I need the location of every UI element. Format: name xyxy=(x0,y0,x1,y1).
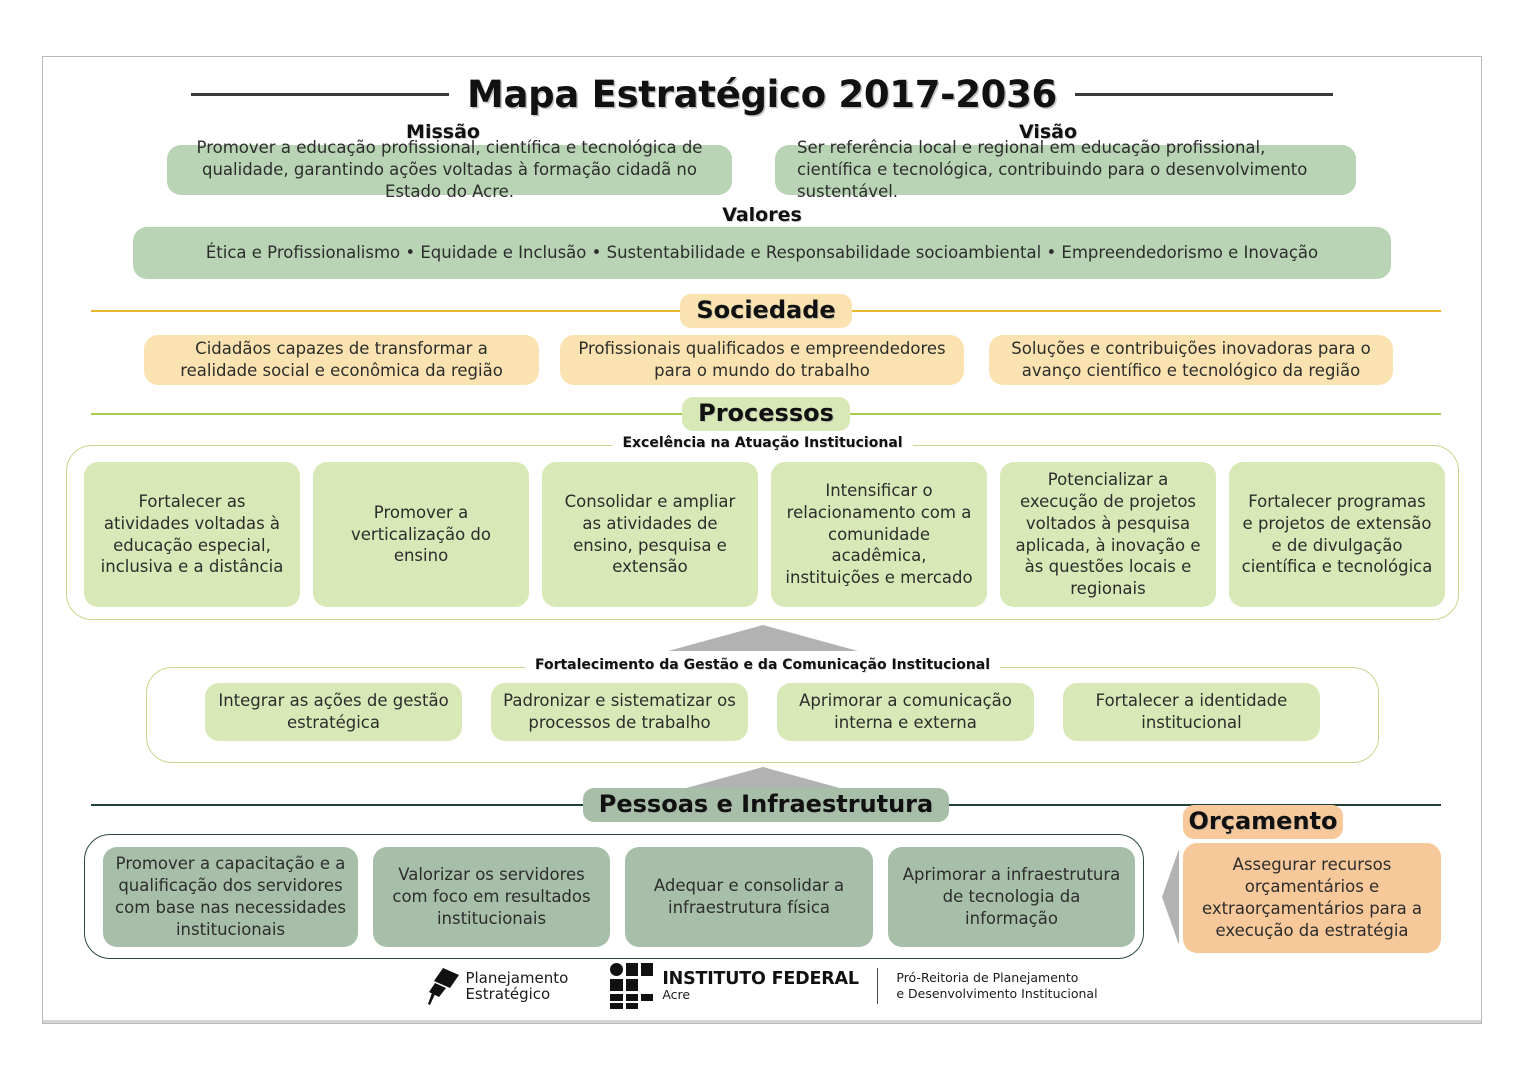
excellence-card-2: Promover a verticalização do ensino xyxy=(313,462,529,607)
footer: Planejamento Estratégico INSTITUTO FEDER… xyxy=(43,963,1481,1009)
planning-logo-text: Planejamento Estratégico xyxy=(465,968,569,1003)
excellence-card-4: Intensificar o relacionamento com a comu… xyxy=(771,462,987,607)
mission-heading: Missão xyxy=(406,121,480,143)
people-band: Pessoas e Infraestrutura xyxy=(91,783,1441,827)
planning-logo: Planejamento Estratégico xyxy=(426,966,568,1006)
strategic-map-page: Mapa Estratégico 2017-2036 Missão Promov… xyxy=(42,56,1482,1024)
institute-campus: Acre xyxy=(662,986,691,1002)
institute-name: INSTITUTO FEDERAL xyxy=(662,968,859,989)
planning-logo-line2: Estratégico xyxy=(465,985,551,1003)
society-band-label: Sociedade xyxy=(680,294,852,328)
management-card-2: Padronizar e sistematizar os processos d… xyxy=(491,683,748,741)
vision-heading: Visão xyxy=(1018,121,1078,143)
department-text: Pró-Reitoria de Planejamento e Desenvolv… xyxy=(896,970,1097,1002)
page-title: Mapa Estratégico 2017-2036 xyxy=(466,73,1058,116)
budget-band-label: Orçamento xyxy=(1183,805,1343,839)
title-rule-left xyxy=(190,93,449,96)
mission-box: Promover a educação profissional, cientí… xyxy=(167,138,732,201)
processes-rule-left xyxy=(91,412,683,416)
values-box: Ética e Profissionalismo • Equidade e In… xyxy=(133,227,1391,279)
people-card-2: Valorizar os servidores com foco em resu… xyxy=(373,847,610,947)
management-card-3: Aprimorar a comunicação interna e extern… xyxy=(777,683,1034,741)
management-rule-left xyxy=(146,663,525,667)
society-rule-right xyxy=(851,309,1441,313)
people-band-label: Pessoas e Infraestrutura xyxy=(582,788,950,822)
values-heading: Valores xyxy=(722,204,802,226)
excellence-rule-right xyxy=(912,441,1459,445)
excellence-card-6: Fortalecer programas e projetos de exten… xyxy=(1229,462,1445,607)
excellence-card-3: Consolidar e ampliar as atividades de en… xyxy=(542,462,758,607)
people-card-4: Aprimorar a infraestrutura de tecnologia… xyxy=(888,847,1135,947)
planning-flag-icon xyxy=(428,968,460,1005)
society-card-1: Cidadãos capazes de transformar a realid… xyxy=(144,335,539,385)
people-card-1: Promover a capacitação e a qualificação … xyxy=(103,847,358,947)
budget-chevron-icon xyxy=(1162,849,1179,945)
processes-band-label: Processos xyxy=(682,397,850,431)
title-rule-right xyxy=(1075,93,1334,96)
planning-logo-line1: Planejamento xyxy=(465,968,569,987)
society-band: Sociedade xyxy=(91,289,1441,333)
excellence-card-1: Fortalecer as atividades voltadas à educ… xyxy=(84,462,300,607)
institute-logo-text: INSTITUTO FEDERAL Acre xyxy=(662,968,859,1002)
management-rule-right xyxy=(1000,663,1380,667)
processes-band: Processos xyxy=(91,392,1442,436)
footer-divider xyxy=(876,968,879,1004)
title-bar: Mapa Estratégico 2017-2036 xyxy=(43,73,1481,116)
excellence-group-band: Excelência na Atuação Institucional xyxy=(66,431,1459,455)
management-card-1: Integrar as ações de gestão estratégica xyxy=(205,683,462,741)
management-card-4: Fortalecer a identidade institucional xyxy=(1063,683,1320,741)
management-group-label: Fortalecimento da Gestão e da Comunicaçã… xyxy=(524,655,1001,675)
excellence-rule-left xyxy=(66,441,613,445)
people-rule-left xyxy=(91,803,583,807)
management-group-band: Fortalecimento da Gestão e da Comunicaçã… xyxy=(146,653,1380,677)
footer-rule xyxy=(43,1020,1481,1023)
excellence-group-label: Excelência na Atuação Institucional xyxy=(612,433,913,453)
budget-card: Assegurar recursos orçamentários e extra… xyxy=(1183,843,1441,953)
processes-rule-right xyxy=(849,412,1442,416)
vision-box: Ser referência local e regional em educa… xyxy=(775,138,1356,201)
people-card-3: Adequar e consolidar a infraestrutura fí… xyxy=(625,847,873,947)
people-group-outline xyxy=(84,834,1144,959)
department-line2: e Desenvolvimento Institucional xyxy=(896,986,1098,1001)
department-line1: Pró-Reitoria de Planejamento xyxy=(896,970,1079,985)
society-card-2: Profissionais qualificados e empreendedo… xyxy=(560,335,964,385)
excellence-card-5: Potencializar a execução de projetos vol… xyxy=(1000,462,1216,607)
up-arrow-to-excellence-icon xyxy=(668,625,858,651)
instituto-federal-mark-icon xyxy=(610,963,654,1009)
institute-logo: INSTITUTO FEDERAL Acre Pró-Reitoria de P… xyxy=(610,963,1098,1009)
society-card-3: Soluções e contribuições inovadoras para… xyxy=(989,335,1393,385)
society-rule-left xyxy=(91,309,681,313)
